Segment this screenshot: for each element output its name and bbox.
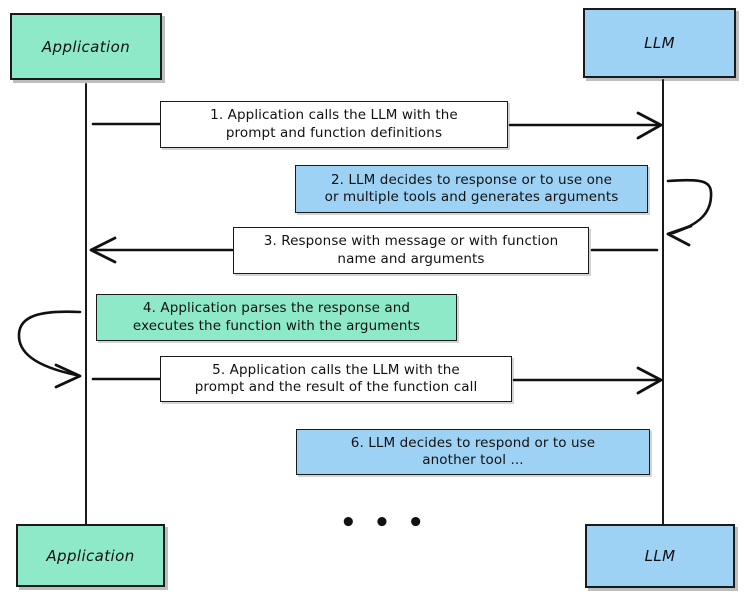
self-loop-llm-step2-head xyxy=(666,224,693,247)
message-4-text: 4. Application parses the response and e… xyxy=(132,300,421,334)
message-2-text: 2. LLM decides to response or to use one… xyxy=(324,171,619,205)
actor-application-bottom[interactable]: Application xyxy=(16,524,165,587)
message-box-4[interactable]: 4. Application parses the response and e… xyxy=(96,294,457,341)
message-box-6[interactable]: 6. LLM decides to respond or to use anot… xyxy=(296,429,650,475)
actor-llm-top[interactable]: LLM xyxy=(583,8,736,78)
self-loop-application-step4-head xyxy=(54,363,82,389)
message-box-3[interactable]: 3. Response with message or with functio… xyxy=(233,227,589,274)
actor-application-bottom-label: Application xyxy=(46,546,135,565)
message-3-text: 3. Response with message or with functio… xyxy=(263,233,559,267)
arrow-5-head xyxy=(636,366,663,395)
continuation-ellipsis: • • • xyxy=(340,508,428,538)
actor-llm-bottom-label: LLM xyxy=(644,547,676,565)
message-box-5[interactable]: 5. Application calls the LLM with the pr… xyxy=(160,356,512,402)
arrow-1-head xyxy=(636,111,663,140)
self-loop-llm-step2 xyxy=(666,178,713,235)
actor-application-top-label: Application xyxy=(41,37,131,56)
message-5-text: 5. Application calls the LLM with the pr… xyxy=(194,361,478,395)
self-loop-application-step4 xyxy=(17,310,82,377)
message-box-2[interactable]: 2. LLM decides to response or to use one… xyxy=(295,165,648,213)
message-1-text: 1. Application calls the LLM with the pr… xyxy=(210,107,458,141)
actor-llm-bottom[interactable]: LLM xyxy=(585,524,735,588)
message-box-1[interactable]: 1. Application calls the LLM with the pr… xyxy=(160,101,508,148)
actor-llm-top-label: LLM xyxy=(644,34,675,52)
actor-application-top[interactable]: Application xyxy=(10,13,162,80)
arrow-3-head xyxy=(89,236,117,264)
message-6-text: 6. LLM decides to respond or to use anot… xyxy=(350,434,596,468)
